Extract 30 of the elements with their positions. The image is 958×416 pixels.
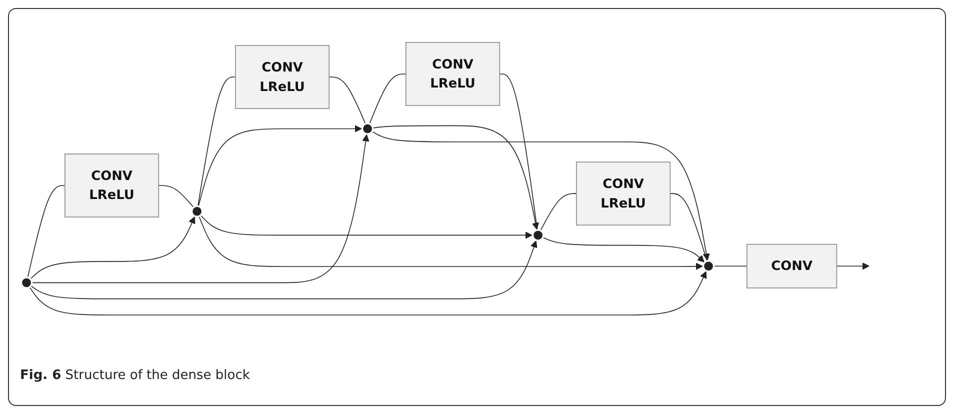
node-point [534, 231, 542, 240]
arrow [200, 216, 532, 240]
arrow [198, 125, 362, 206]
arrow [543, 238, 704, 263]
node-box: CONV LReLU [235, 45, 330, 110]
node-box: CONV LReLU [576, 162, 671, 226]
connector [714, 266, 748, 267]
node-point [704, 262, 713, 271]
arrow [30, 272, 707, 316]
connector [27, 185, 66, 278]
node-box: CONV LReLU [406, 42, 500, 106]
figure-caption: Fig. 6 Structure of the dense block [20, 368, 250, 383]
arrow [198, 216, 703, 270]
connector [369, 74, 406, 124]
connector [198, 76, 236, 206]
arrow [836, 262, 870, 270]
node-box: CONV [746, 244, 838, 289]
node-point [22, 278, 31, 288]
arrow [32, 134, 370, 284]
arrow [31, 240, 538, 300]
connector [540, 193, 577, 231]
node-point [363, 124, 372, 134]
connector [670, 193, 708, 261]
node-point [192, 207, 202, 216]
node-box: CONV LReLU [64, 154, 160, 218]
connector [328, 76, 366, 124]
connector [158, 185, 194, 208]
arrow [372, 132, 710, 261]
arrow [373, 126, 540, 230]
arrow [30, 216, 196, 280]
